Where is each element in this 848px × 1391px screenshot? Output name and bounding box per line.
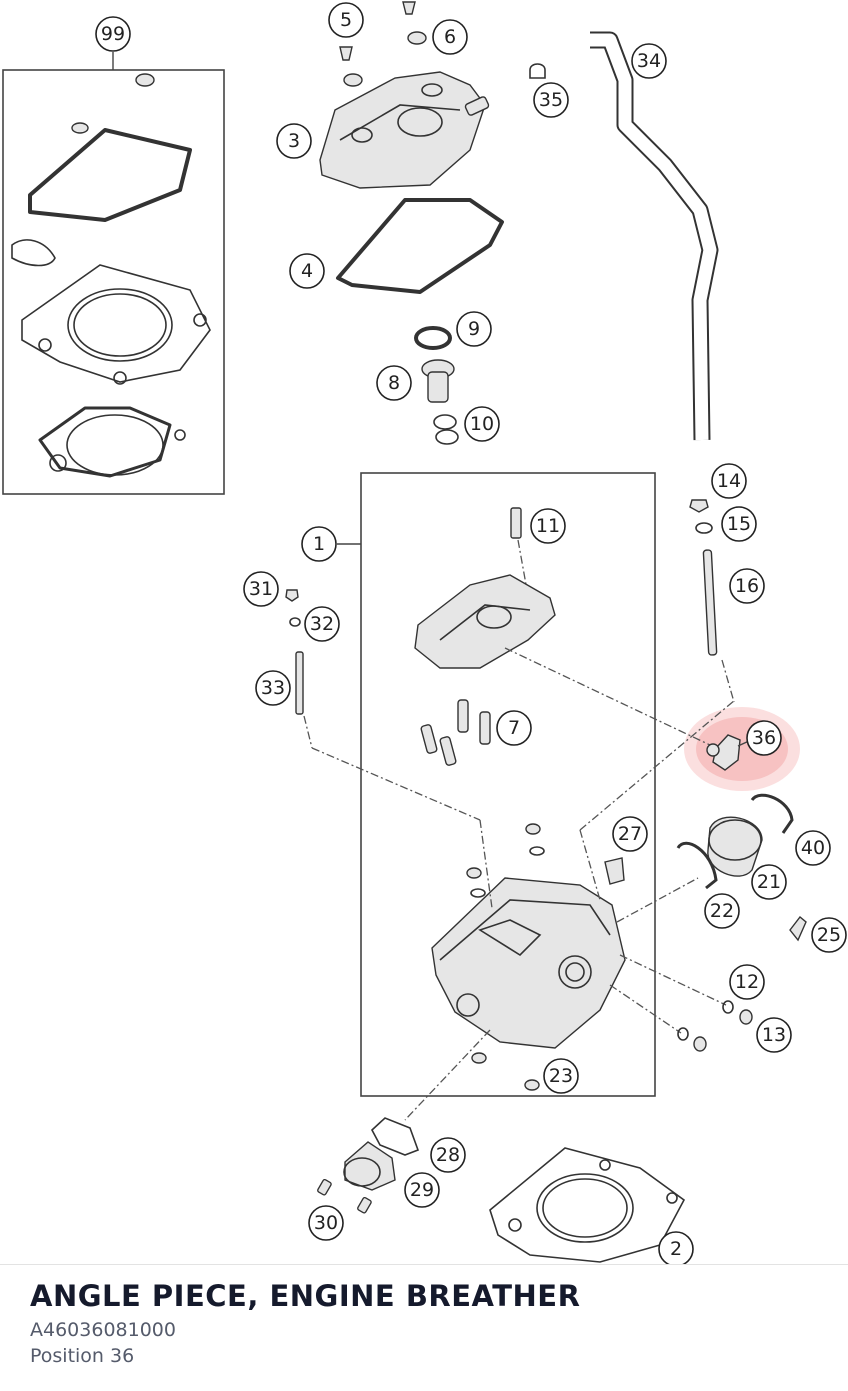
svg-text:34: 34 [637, 50, 661, 72]
svg-text:14: 14 [717, 470, 741, 492]
callout-8[interactable]: 8 [376, 365, 412, 401]
svg-text:99: 99 [101, 23, 125, 45]
callout-13[interactable]: 13 [756, 1017, 792, 1053]
svg-text:31: 31 [249, 578, 273, 600]
svg-text:30: 30 [314, 1212, 338, 1234]
svg-text:28: 28 [436, 1144, 460, 1166]
part-title: ANGLE PIECE, ENGINE BREATHER [30, 1279, 581, 1313]
svg-text:11: 11 [536, 515, 560, 537]
intake-group [604, 793, 807, 942]
callout-2[interactable]: 2 [658, 1231, 694, 1265]
svg-text:5: 5 [340, 9, 352, 31]
callout-31[interactable]: 31 [243, 571, 279, 607]
callout-29[interactable]: 29 [404, 1172, 440, 1208]
svg-text:2: 2 [670, 1238, 682, 1260]
svg-text:40: 40 [801, 837, 825, 859]
svg-text:8: 8 [388, 372, 400, 394]
callout-30[interactable]: 30 [308, 1205, 344, 1241]
valve-cover-group [319, 1, 504, 294]
svg-text:7: 7 [508, 717, 520, 739]
callout-16[interactable]: 16 [729, 568, 765, 604]
callout-35[interactable]: 35 [533, 82, 569, 118]
part-position: Position 36 [30, 1345, 135, 1367]
svg-text:36: 36 [752, 727, 776, 749]
svg-text:13: 13 [762, 1024, 786, 1046]
svg-text:12: 12 [735, 971, 759, 993]
svg-text:25: 25 [817, 924, 841, 946]
svg-text:10: 10 [470, 413, 494, 435]
callout-25[interactable]: 25 [811, 917, 847, 953]
svg-text:3: 3 [288, 130, 300, 152]
studs-nuts [285, 499, 735, 749]
callout-22[interactable]: 22 [704, 893, 740, 929]
callout-27[interactable]: 27 [612, 816, 648, 852]
breather-hose [529, 31, 719, 441]
svg-text:35: 35 [539, 89, 563, 111]
exploded-parts-diagram: 99 5 6 3 35 34 4 9 8 10 14 11 15 1 16 31… [2, 1, 847, 1265]
callout-32[interactable]: 32 [304, 606, 340, 642]
callout-15[interactable]: 15 [721, 506, 757, 542]
callout-10[interactable]: 10 [464, 406, 500, 442]
part-number: A46036081000 [30, 1319, 176, 1341]
callout-99[interactable]: 99 [95, 16, 131, 52]
callouts: 99 5 6 3 35 34 4 9 8 10 14 11 15 1 16 31… [95, 2, 847, 1265]
gasket-kit-box [2, 52, 225, 495]
svg-text:32: 32 [310, 613, 334, 635]
callout-40[interactable]: 40 [795, 830, 831, 866]
svg-text:15: 15 [727, 513, 751, 535]
callout-21[interactable]: 21 [751, 864, 787, 900]
callout-1[interactable]: 1 [301, 526, 337, 562]
cylinder-head-box [311, 472, 736, 1121]
callout-7[interactable]: 7 [496, 710, 532, 746]
callout-34[interactable]: 34 [631, 43, 667, 79]
svg-text:1: 1 [313, 533, 325, 555]
highlight-glow [684, 707, 800, 791]
washers [677, 1000, 753, 1052]
callout-4[interactable]: 4 [289, 253, 325, 289]
callout-36[interactable]: 36 [746, 720, 782, 756]
callout-11[interactable]: 11 [530, 508, 566, 544]
callout-3[interactable]: 3 [276, 123, 312, 159]
callout-14[interactable]: 14 [711, 463, 747, 499]
callout-23[interactable]: 23 [543, 1058, 579, 1094]
svg-text:16: 16 [735, 575, 759, 597]
callout-6[interactable]: 6 [432, 19, 468, 55]
callout-5[interactable]: 5 [328, 2, 364, 38]
callout-9[interactable]: 9 [456, 311, 492, 347]
angle-piece-36[interactable] [706, 734, 750, 771]
svg-text:6: 6 [444, 26, 456, 48]
svg-text:33: 33 [261, 677, 285, 699]
svg-text:29: 29 [410, 1179, 434, 1201]
callout-33[interactable]: 33 [255, 670, 291, 706]
svg-text:21: 21 [757, 871, 781, 893]
callout-12[interactable]: 12 [729, 964, 765, 1000]
svg-text:22: 22 [710, 900, 734, 922]
callout-28[interactable]: 28 [430, 1137, 466, 1173]
seal-group [414, 326, 459, 445]
svg-text:27: 27 [618, 823, 642, 845]
svg-text:9: 9 [468, 318, 480, 340]
svg-text:4: 4 [301, 260, 313, 282]
part-info-panel: ANGLE PIECE, ENGINE BREATHER A4603608100… [0, 1264, 848, 1391]
head-gasket-2 [489, 1147, 686, 1263]
intake-manifold [317, 1117, 420, 1214]
svg-text:23: 23 [549, 1065, 573, 1087]
